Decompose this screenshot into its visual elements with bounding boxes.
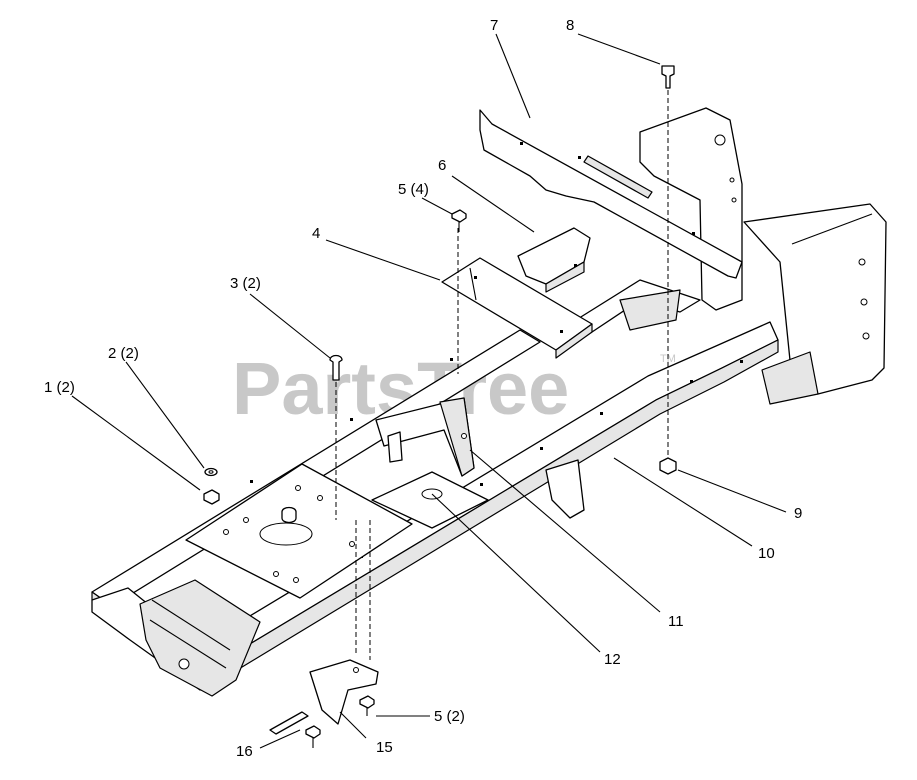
callout-labels: 1 (2) 2 (2) 3 (2) 4 5 (4) 5 (2) 6 7 8 9 … bbox=[44, 17, 802, 760]
bracket-part-11 bbox=[375, 397, 475, 477]
screw-part-5-bottom bbox=[359, 695, 375, 709]
pin-part-16 bbox=[269, 711, 309, 735]
screw-part-16 bbox=[305, 725, 321, 739]
callout-9: 9 bbox=[794, 505, 802, 522]
callout-12: 12 bbox=[604, 651, 621, 668]
callout-4: 4 bbox=[312, 225, 320, 242]
floor-plate bbox=[185, 463, 413, 599]
bolt-part-8 bbox=[661, 65, 675, 89]
callout-11: 11 bbox=[668, 613, 684, 630]
nut-part-9 bbox=[659, 457, 677, 475]
callout-3: 3 (2) bbox=[230, 275, 261, 292]
callout-5-bottom: 5 (2) bbox=[434, 708, 465, 725]
plate-part-4 bbox=[441, 228, 593, 374]
nut-part-1 bbox=[203, 489, 220, 505]
bracket-part-15 bbox=[309, 659, 379, 725]
callout-10: 10 bbox=[758, 545, 775, 562]
callout-5-top: 5 (4) bbox=[398, 181, 429, 198]
carriage-bolt-part-3 bbox=[329, 354, 343, 381]
leader-lines bbox=[71, 33, 787, 749]
callout-7: 7 bbox=[490, 17, 498, 34]
lower-hardware-15-16-5 bbox=[269, 520, 379, 748]
callout-8: 8 bbox=[566, 17, 574, 34]
callout-1: 1 (2) bbox=[44, 379, 75, 396]
callout-15: 15 bbox=[376, 739, 393, 756]
panel-part-7 bbox=[479, 109, 743, 279]
hardware-items-1-2-3 bbox=[203, 354, 343, 520]
bracket-part-6 bbox=[517, 227, 591, 293]
bolt-and-nut-parts-8-9 bbox=[659, 65, 677, 475]
callout-6: 6 bbox=[438, 157, 446, 174]
main-frame-part-10 bbox=[91, 107, 887, 697]
callout-16: 16 bbox=[236, 743, 253, 760]
screw-part-5-top bbox=[451, 209, 467, 232]
callout-2: 2 (2) bbox=[108, 345, 139, 362]
